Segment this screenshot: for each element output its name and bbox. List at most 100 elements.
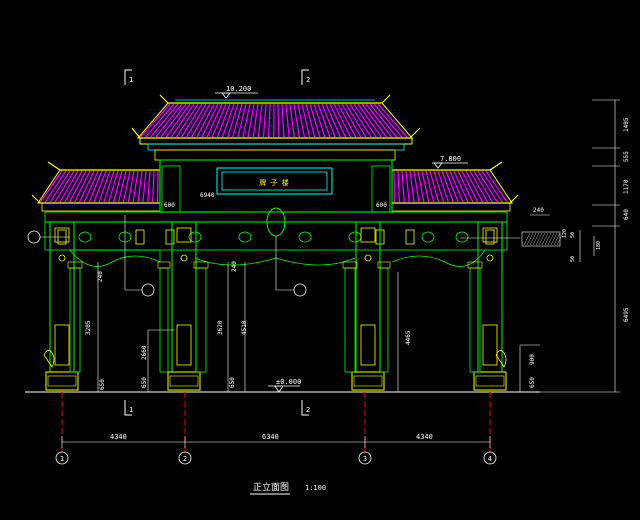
roof-tile-line	[39, 170, 63, 203]
roof-tile-line	[453, 170, 469, 203]
left-roof-tiles	[39, 170, 159, 203]
inner-post	[193, 261, 209, 373]
beam-oval	[238, 231, 252, 243]
roof-tile-line	[152, 170, 155, 203]
roof-tile-line	[409, 170, 415, 203]
elevation-marker-top: 10.200	[215, 85, 258, 99]
roof-tile-line	[69, 170, 87, 203]
eave-detail: 240 120 50 50 180	[521, 207, 602, 262]
bay-dim-2: 6340	[262, 433, 279, 441]
roof-tile-line	[329, 103, 346, 138]
roof-tile-line	[373, 103, 403, 138]
roof-tile-line	[252, 103, 259, 138]
roof-tile-line	[74, 170, 91, 203]
axis-bubble	[483, 451, 497, 465]
roof-tile-line	[469, 170, 488, 203]
roof-tile-line	[313, 103, 326, 138]
section-mark-label: 1	[129, 76, 133, 84]
axis-label: 1	[60, 455, 64, 463]
drawing-title: 正立面图	[253, 481, 289, 493]
inner-post	[342, 261, 358, 373]
dim-left-2: 3205	[85, 320, 92, 335]
roof-tile-line	[147, 170, 151, 203]
drawing-scale: 1:100	[305, 484, 326, 492]
roof-tile-line	[477, 170, 498, 203]
roof-tile-line	[413, 170, 420, 203]
axis-bubble	[55, 451, 69, 465]
roof-tile-line	[425, 170, 435, 203]
main-roof	[131, 94, 421, 161]
detail-callout-a	[124, 215, 155, 297]
inner-post	[157, 261, 171, 373]
roof-tile-line	[301, 103, 311, 138]
roof-tile-line	[321, 103, 336, 138]
roof-tile-line	[216, 103, 231, 138]
section-mark-label: 2	[306, 76, 310, 84]
roof-tile-line	[305, 103, 316, 138]
roof-tile-line	[140, 103, 171, 138]
roof-tile-line	[337, 103, 357, 138]
roof-tile-line	[353, 103, 377, 138]
detail-dim-2: 120	[562, 229, 568, 238]
detail-callout-b	[275, 236, 307, 297]
roof-tile-line	[349, 103, 372, 138]
detail-dim-3: 50	[570, 232, 576, 238]
main-roof-tiles	[140, 103, 408, 138]
dim-right-3: 650	[529, 377, 536, 388]
bay-dim-1: 4340	[110, 433, 127, 441]
roof-tile-line	[345, 103, 367, 138]
roof-tile-line	[122, 170, 131, 203]
roof-tile-line	[206, 103, 223, 138]
roof-tile-line	[137, 170, 143, 203]
roof-tile-line	[433, 170, 444, 203]
roof-tile-line	[181, 103, 203, 138]
roof-tile-line	[150, 103, 179, 138]
beam-oval	[298, 231, 312, 243]
roof-tile-line	[93, 170, 107, 203]
inner-post	[67, 261, 83, 373]
roof-tile-line	[108, 170, 119, 203]
roof-tile-line	[160, 103, 187, 138]
detail-hatch	[523, 232, 564, 246]
roof-tile-line	[293, 103, 300, 138]
section-mark-top-1: 1	[124, 69, 133, 85]
roof-tile-line	[211, 103, 227, 138]
roof-tile-line	[113, 170, 123, 203]
plaque-dim-right: 600	[376, 202, 387, 209]
roof-tile-line	[377, 103, 408, 138]
right-side-roof	[391, 161, 519, 212]
section-mark-label: 2	[306, 406, 310, 414]
roof-tile-line	[64, 170, 83, 203]
roof-tile-line	[401, 170, 405, 203]
roof-tile-line	[277, 103, 280, 138]
right-roof-tiles	[393, 170, 508, 203]
roof-tile-line	[175, 103, 199, 138]
roof-tile-line	[242, 103, 251, 138]
axis-label: 3	[363, 455, 367, 463]
dim-right-1: 4465	[405, 330, 412, 345]
inner-post	[467, 261, 483, 373]
beam-block	[165, 229, 175, 245]
right-dim-5: 6495	[623, 307, 630, 322]
beam-block	[135, 229, 145, 245]
column	[167, 221, 201, 391]
column	[473, 221, 507, 391]
roof-tile-line	[227, 103, 239, 138]
section-mark-top-2: 2	[301, 69, 310, 85]
roof-tile-line	[78, 170, 95, 203]
dim-left-5: 650	[141, 377, 148, 388]
left-side-roof	[31, 161, 161, 212]
roof-tile-line	[145, 103, 175, 138]
inner-post	[377, 261, 391, 373]
roof-tile-line	[155, 103, 183, 138]
roof-tile-line	[201, 103, 219, 138]
roof-tile-line	[369, 103, 398, 138]
beam-oval	[78, 231, 92, 243]
roof-tile-line	[83, 170, 99, 203]
roof-tile-line	[186, 103, 207, 138]
detail-dim-4: 50	[570, 256, 576, 262]
roof-tile-line	[457, 170, 474, 203]
plaque-dim-center: 6940	[200, 192, 215, 199]
right-dim-4: 640	[623, 209, 630, 220]
roof-tile-line	[445, 170, 459, 203]
